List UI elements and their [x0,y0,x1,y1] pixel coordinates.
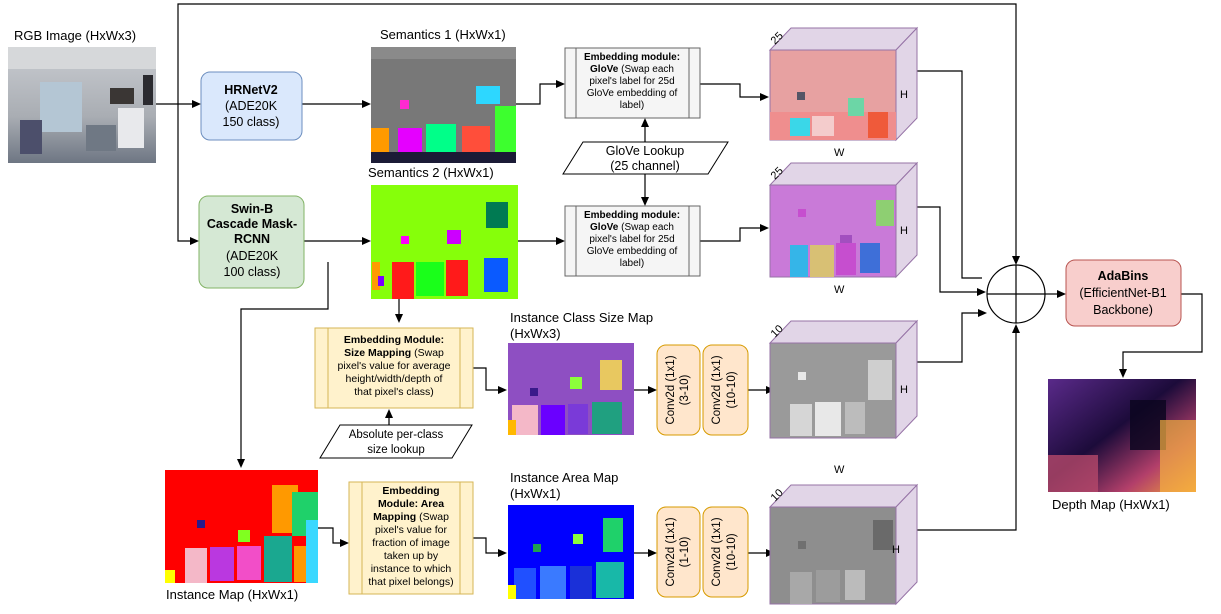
size-embedding-module: Embedding Module: Size Mapping (Swap pix… [314,327,474,409]
size-embed-line2: pixel's value for average [338,360,451,372]
rgb-image-label: RGB Image (HxWx3) [14,28,136,43]
size-map-label-2: (HxWx3) [510,326,561,341]
conv-a1-channels: (3-10) [679,374,691,405]
area-embed-line3: fraction of image [372,537,450,549]
semantics1-map [371,47,516,163]
area-embed-title-2: Module: Area [378,498,444,510]
swin-dataset: (ADE20K [226,249,279,263]
feature-cube-2: 25 H W [769,161,919,296]
hrnet-name: HRNetV2 [224,83,278,97]
glove-embedding-module-1: Embedding module: GloVe (Swap each pixel… [564,47,701,119]
cube2-h-label: H [900,225,908,237]
glove-lookup-line1: GloVe Lookup [606,144,685,158]
instance-map-label: Instance Map (HxWx1) [166,587,298,602]
conv-block-area-2: Conv2d (1x1) (10-10) [702,506,749,598]
glove1-line4: label) [620,100,644,111]
size-embed-line3: height/width/depth of [346,373,443,385]
conv-a2-label: Conv2d (1x1) [711,355,723,424]
swin-classes: 100 class) [224,265,281,279]
size-map-label-1: Instance Class Size Map [510,310,653,325]
cube3-w-label: W [834,464,845,476]
area-map-label-1: Instance Area Map [510,470,618,485]
cube3-h-label: H [900,384,908,396]
cube4-h-label: H [892,544,900,556]
area-embed-line5: instance to which [371,563,452,575]
size-lookup: Absolute per-class size lookup [319,424,473,459]
depth-map-label: Depth Map (HxWx1) [1052,497,1170,512]
instance-class-size-map [508,343,634,435]
size-embed-title: Embedding Module: [344,334,444,346]
conv-a1-label: Conv2d (1x1) [665,355,677,424]
adabins-name: AdaBins [1098,269,1149,283]
glove1-line1: GloVe (Swap each [590,64,674,75]
size-embed-line4: that pixel's class) [354,386,434,398]
feature-cube-3: 10 H W [769,319,919,476]
glove-embedding-module-2: Embedding module: GloVe (Swap each pixel… [564,205,701,277]
glove2-line2: pixel's label for 25d [589,234,674,245]
swin-name-3: RCNN [234,232,270,246]
rgb-input-image [8,47,156,163]
size-lookup-line2: size lookup [367,444,425,456]
feature-cube-1: 25 H W [769,26,919,159]
glove2-line3: GloVe embedding of [587,246,678,257]
glove2-line1: GloVe (Swap each [590,222,674,233]
connection-lines [156,3,1203,557]
glove1-line3: GloVe embedding of [587,88,678,99]
instance-map-image [165,470,318,583]
hrnet-block: HRNetV2 (ADE20K 150 class) [200,71,303,141]
adabins-backbone-2: Backbone) [1093,303,1153,317]
cube1-w-label: W [834,147,845,159]
conv-block-area-1: Conv2d (1x1) (1-10) [656,506,701,598]
instance-area-map [508,505,634,599]
conv-b2-channels: (10-10) [726,533,738,570]
glove2-line4: label) [620,258,644,269]
adabins-backbone-1: (EfficientNet-B1 [1079,286,1166,300]
cube2-w-label: W [834,284,845,296]
hrnet-classes: 150 class) [223,115,280,129]
swin-name-2: Cascade Mask- [207,217,297,231]
semantics1-label: Semantics 1 (HxWx1) [380,27,506,42]
glove-lookup-line2: (25 channel) [610,159,680,173]
hrnet-dataset: (ADE20K [225,99,278,113]
area-embed-line4: taken up by [384,550,439,562]
conv-a2-channels: (10-10) [726,371,738,408]
glove1-line2: pixel's label for 25d [589,76,674,87]
area-map-label-2: (HxWx1) [510,486,561,501]
swin-name-1: Swin-B [231,202,273,216]
swin-block: Swin-B Cascade Mask- RCNN (ADE20K 100 cl… [198,195,305,289]
cube1-h-label: H [900,89,908,101]
area-embed-line2: pixel's value for [375,524,448,536]
size-lookup-line1: Absolute per-class [349,429,444,441]
sum-node [986,264,1046,324]
area-embed-line1: Mapping (Swap [373,511,449,523]
adabins-block: AdaBins (EfficientNet-B1 Backbone) [1065,259,1182,327]
conv-block-size-2: Conv2d (1x1) (10-10) [702,344,749,436]
semantics2-label: Semantics 2 (HxWx1) [368,165,494,180]
conv-block-size-1: Conv2d (1x1) (3-10) [656,344,701,436]
glove2-title: Embedding module: [584,210,680,221]
conv-b2-label: Conv2d (1x1) [711,517,723,586]
semantics2-map [371,185,518,299]
glove-lookup: GloVe Lookup (25 channel) [562,141,729,175]
size-embed-line1: Size Mapping (Swap [344,347,444,359]
glove1-title: Embedding module: [584,52,680,63]
conv-b1-label: Conv2d (1x1) [665,517,677,586]
area-embedding-module: Embedding Module: Area Mapping (Swap pix… [348,481,474,595]
feature-cube-4: 10 H [769,483,919,606]
conv-b1-channels: (1-10) [679,536,691,567]
depth-map-image [1048,379,1196,492]
area-embed-title-1: Embedding [382,485,439,497]
area-embed-line6: that pixel belongs) [368,576,453,588]
